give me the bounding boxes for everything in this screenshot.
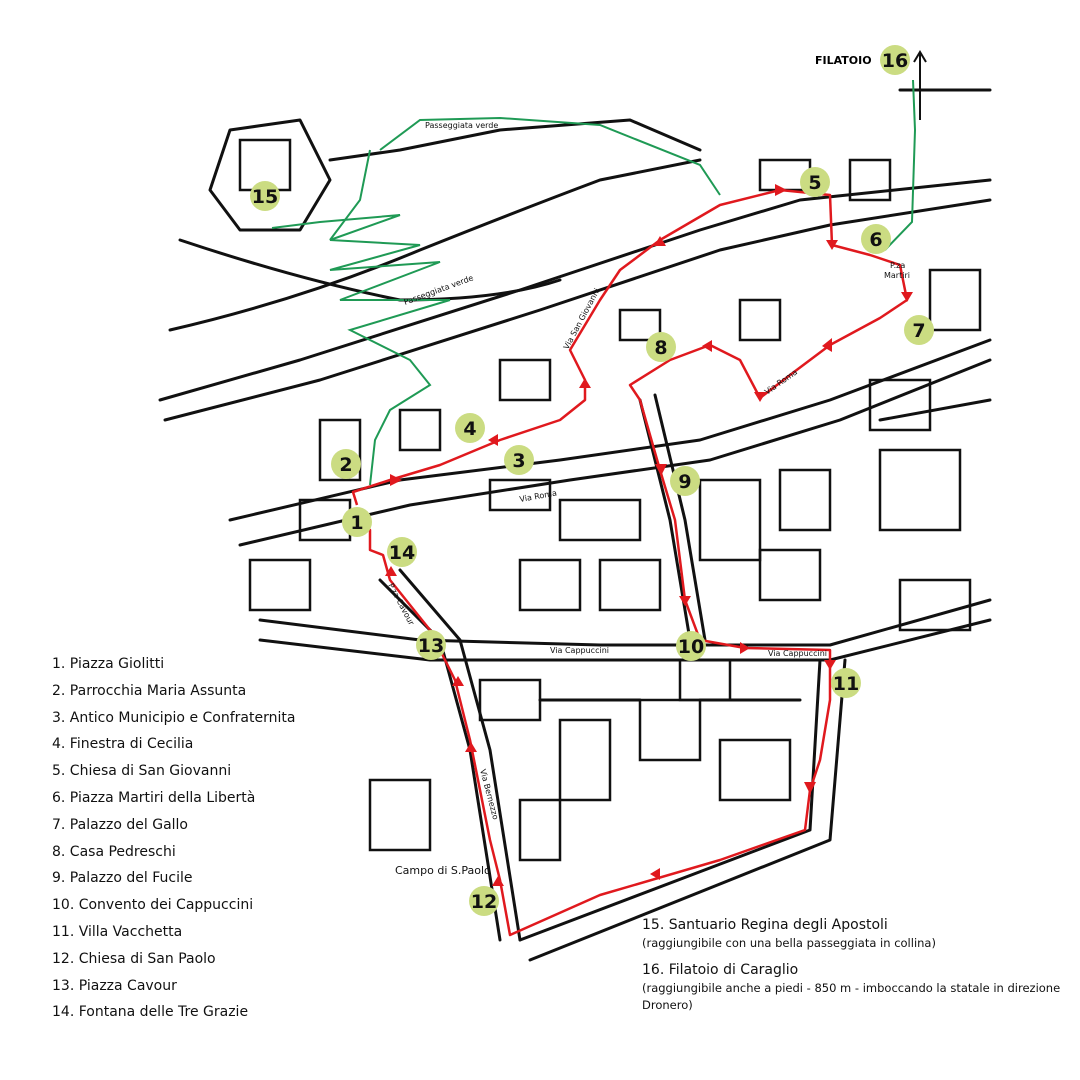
map-streets xyxy=(158,88,992,962)
marker-circle xyxy=(455,413,485,443)
legend-list: 1. Piazza Giolitti 2. Parrocchia Maria A… xyxy=(52,654,295,1029)
marker-circle xyxy=(504,445,534,475)
street-label: Martiri xyxy=(884,271,910,280)
legend-extra-title: 15. Santuario Regina degli Apostoli xyxy=(642,917,888,933)
street-label: Via Roma xyxy=(763,368,799,397)
legend-item: 8. Casa Pedreschi xyxy=(52,843,176,860)
marker-circle xyxy=(861,224,891,254)
poi-marker-7[interactable]: 7 xyxy=(904,315,934,345)
legend-extra-note: (raggiungibile anche a piedi - 850 m - i… xyxy=(642,981,1061,1012)
poi-marker-12[interactable]: 12 xyxy=(469,886,499,916)
poi-marker-9[interactable]: 9 xyxy=(670,466,700,496)
marker-number: 6 xyxy=(869,229,882,251)
filatoio-label: FILATOIO xyxy=(815,54,872,67)
marker-number: 10 xyxy=(678,636,704,658)
poi-marker-2[interactable]: 2 xyxy=(331,449,361,479)
marker-circle xyxy=(250,181,280,211)
street-label: Via Cappuccini xyxy=(768,649,827,658)
street-label: Passeggiata verde xyxy=(403,273,475,307)
poi-marker-16[interactable]: 16 xyxy=(880,45,910,75)
legend-extra-title: 16. Filatoio di Caraglio xyxy=(642,962,799,978)
poi-marker-8[interactable]: 8 xyxy=(646,332,676,362)
legend-item: 14. Fontana delle Tre Grazie xyxy=(52,1004,249,1021)
marker-number: 1 xyxy=(350,512,363,534)
legend-item: 3. Antico Municipio e Confraternita xyxy=(52,709,296,726)
poi-marker-3[interactable]: 3 xyxy=(504,445,534,475)
marker-circle xyxy=(904,315,934,345)
marker-number: 8 xyxy=(654,337,667,359)
legend-item: 2. Parrocchia Maria Assunta xyxy=(52,682,247,699)
marker-number: 5 xyxy=(808,172,821,194)
street-label: P.za Cavour xyxy=(386,582,416,628)
legend-item: 4. Finestra di Cecilia xyxy=(52,736,194,753)
marker-circle xyxy=(670,466,700,496)
legend-item: 1. Piazza Giolitti xyxy=(52,656,165,672)
marker-number: 16 xyxy=(882,50,908,72)
street-label: Via Roma xyxy=(519,489,558,504)
marker-number: 9 xyxy=(678,471,691,493)
poi-marker-11[interactable]: 11 xyxy=(831,668,861,698)
legend-item: 11. Villa Vacchetta xyxy=(52,923,183,940)
poi-marker-15[interactable]: 15 xyxy=(250,181,280,211)
legend-item: 6. Piazza Martiri della Libertà xyxy=(52,789,256,806)
legend-extra-note: (raggiungibile con una bella passeggiata… xyxy=(642,936,936,950)
marker-number: 15 xyxy=(252,186,278,208)
marker-number: 2 xyxy=(339,454,352,476)
marker-number: 3 xyxy=(512,450,525,472)
street-label: Via Cappuccini xyxy=(550,646,609,655)
marker-number: 7 xyxy=(912,320,925,342)
legend-item: 10. Convento dei Cappuccini xyxy=(52,897,254,914)
arrow-to-filatoio xyxy=(913,50,927,120)
legend-extra: 15. Santuario Regina degli Apostoli (rag… xyxy=(642,917,1062,1024)
marker-number: 12 xyxy=(471,891,497,913)
marker-circle xyxy=(331,449,361,479)
legend-item: 12. Chiesa di San Paolo xyxy=(52,950,216,967)
marker-number: 13 xyxy=(418,635,444,657)
marker-circle xyxy=(831,668,861,698)
marker-circle xyxy=(800,167,830,197)
marker-circle xyxy=(387,537,417,567)
marker-circle xyxy=(416,630,446,660)
street-label: P.za xyxy=(890,261,905,270)
street-labels: Passeggiata verde Passeggiata verde Via … xyxy=(386,54,910,877)
marker-circle xyxy=(342,507,372,537)
poi-marker-4[interactable]: 4 xyxy=(455,413,485,443)
marker-number: 4 xyxy=(463,418,476,440)
poi-marker-14[interactable]: 14 xyxy=(387,537,417,567)
marker-number: 11 xyxy=(833,673,859,695)
green-walk-path xyxy=(271,79,917,486)
street-label: Passeggiata verde xyxy=(425,121,498,130)
marker-circle xyxy=(646,332,676,362)
poi-marker-5[interactable]: 5 xyxy=(800,167,830,197)
poi-marker-10[interactable]: 10 xyxy=(676,631,706,661)
marker-circle xyxy=(880,45,910,75)
legend-item: 13. Piazza Cavour xyxy=(52,977,177,994)
walking-route xyxy=(351,188,909,937)
marker-number: 14 xyxy=(389,542,415,564)
marker-circle xyxy=(676,631,706,661)
street-label: Campo di S.Paolo xyxy=(395,864,491,877)
poi-marker-1[interactable]: 1 xyxy=(342,507,372,537)
legend-item: 5. Chiesa di San Giovanni xyxy=(52,763,232,780)
poi-marker-6[interactable]: 6 xyxy=(861,224,891,254)
route-arrows xyxy=(385,184,913,886)
legend-item: 9. Palazzo del Fucile xyxy=(52,870,193,887)
legend-item: 7. Palazzo del Gallo xyxy=(52,816,188,833)
poi-marker-13[interactable]: 13 xyxy=(416,630,446,660)
marker-circle xyxy=(469,886,499,916)
